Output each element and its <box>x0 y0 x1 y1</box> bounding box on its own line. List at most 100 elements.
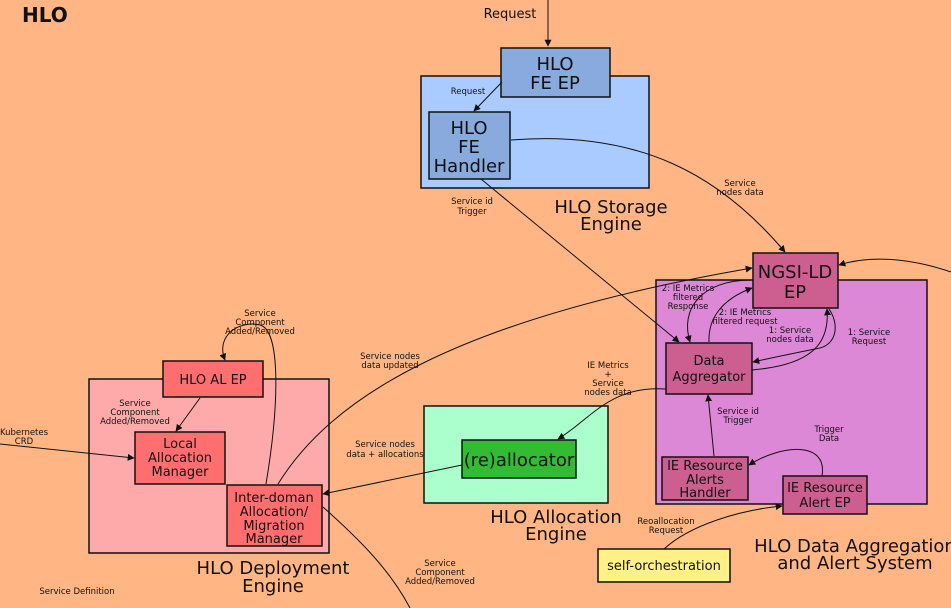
label-service-nodes-1-2: nodes data <box>766 335 814 345</box>
label-component-left-3: Added/Removed <box>100 417 170 427</box>
storage-engine-label-1: HLO Storage <box>554 197 667 218</box>
inter-domain-manager-node[interactable]: Inter-doman Allocation/ Migration Manage… <box>226 484 323 547</box>
label-service-nodes-data-2: nodes data <box>716 188 764 198</box>
label-service-id-trigger-2-1: Service id <box>717 407 759 417</box>
label-component-left-1: Service <box>119 399 150 409</box>
allocation-engine-label-1: HLO Allocation <box>490 507 622 528</box>
label-metrics-nodes-1: IE Metrics <box>587 361 629 371</box>
label-nodes-allocations-1: Service nodes <box>355 440 415 450</box>
edge-aggregator-to-reallocator <box>557 388 667 440</box>
edge-inter-manager-to-al-ep-loop <box>219 323 277 485</box>
ie-resource-alerts-handler-node[interactable]: IE Resource Alerts Handler <box>661 456 749 501</box>
label-service-id-trigger-2-2: Trigger <box>722 416 753 426</box>
edge-self-orch-to-alert-ep <box>663 503 783 550</box>
label-component-top-1: Service <box>244 309 275 319</box>
label-nodes-updated-1: Service nodes <box>360 352 420 362</box>
label-service-request-1: 1: Service <box>848 328 890 338</box>
label-ie-metrics-resp-2: filtered <box>673 293 703 303</box>
edge-handler-to-ngsi <box>510 138 786 253</box>
svg-text:EP: EP <box>784 282 806 303</box>
hlo-al-ep-node[interactable]: HLO AL EP <box>162 360 264 398</box>
label-component-bottom-1: Service <box>424 559 455 569</box>
label-trigger-data-1: Trigger <box>813 425 844 435</box>
data-aggregator-node[interactable]: Data Aggregator <box>665 342 753 395</box>
svg-text:Allocation/: Allocation/ <box>240 505 309 520</box>
edge-ngsi-right-in <box>838 258 951 273</box>
svg-text:Alert EP: Alert EP <box>799 496 850 511</box>
edge-al-ep-to-local-manager <box>175 397 201 432</box>
label-ie-metrics-resp-3: Response <box>668 302 709 312</box>
hlo-fe-handler-node[interactable]: HLO FE Handler <box>428 111 511 180</box>
edge-ngsi-request-loop <box>752 308 836 365</box>
label-metrics-nodes-4: nodes data <box>584 388 632 398</box>
label-component-bottom-3: Added/Removed <box>405 577 475 587</box>
svg-text:Handler: Handler <box>434 156 505 177</box>
svg-text:IE Resource: IE Resource <box>667 459 743 474</box>
label-service-nodes-data-1: Service <box>724 179 755 189</box>
label-service-definition: Service Definition <box>39 587 114 597</box>
label-ie-metrics-resp-1: 2: IE Metrics <box>662 284 715 294</box>
storage-engine-label-2: Engine <box>580 214 642 235</box>
deployment-engine-label-1: HLO Deployment <box>197 558 350 579</box>
svg-text:Alerts: Alerts <box>686 473 724 488</box>
aggregation-system-label-2: and Alert System <box>777 553 932 574</box>
label-ie-metrics-req-1: 2: IE Metrics <box>719 308 772 318</box>
label-component-top-3: Added/Removed <box>225 327 295 337</box>
label-ie-metrics-req-2: filtered request <box>712 317 778 327</box>
edge-kubernetes-to-local-manager <box>0 443 135 461</box>
svg-text:HLO AL EP: HLO AL EP <box>179 373 246 388</box>
svg-text:Inter-doman: Inter-doman <box>234 491 313 506</box>
self-orchestration-node[interactable]: self-orchestration <box>597 548 731 583</box>
label-reallocation-request-1: Reoallocation <box>637 517 694 527</box>
svg-text:Manager: Manager <box>152 465 210 480</box>
label-trigger-data-2: Data <box>819 434 839 444</box>
deployment-engine-label-2: Engine <box>242 576 304 597</box>
edge-inter-manager-out <box>322 506 411 608</box>
svg-text:Allocation: Allocation <box>148 451 212 466</box>
allocation-engine-label-2: Engine <box>525 524 587 545</box>
edge-aggregator-to-ngsi-2 <box>751 308 832 371</box>
svg-text:IE Resource: IE Resource <box>787 481 863 496</box>
reallocator-node[interactable]: (re)allocator <box>461 439 577 479</box>
aggregation-system-label-1: HLO Data Aggregation <box>754 536 951 557</box>
svg-text:Manager: Manager <box>246 532 304 547</box>
svg-text:FE EP: FE EP <box>530 73 580 94</box>
edge-fe-ep-to-handler <box>473 81 503 112</box>
label-metrics-nodes-3: Service <box>592 379 623 389</box>
svg-text:Local: Local <box>163 437 197 452</box>
label-component-top-2: Component <box>235 318 285 328</box>
edge-handler-to-aggregator-trigger <box>705 394 715 457</box>
label-kubernetes-2: CRD <box>15 437 34 447</box>
label-request-top: Request <box>484 7 537 22</box>
label-service-request-2: Request <box>852 337 887 347</box>
label-nodes-updated-2: data updated <box>361 361 418 371</box>
edge-handler-to-aggregator <box>480 178 680 343</box>
label-service-id-2: Trigger <box>456 207 487 217</box>
svg-text:HLO: HLO <box>450 118 487 139</box>
label-component-left-2: Component <box>110 408 160 418</box>
edge-alert-ep-to-handler <box>748 449 823 477</box>
label-service-id-1: Service id <box>451 197 493 207</box>
svg-text:Aggregator: Aggregator <box>672 370 746 385</box>
label-component-bottom-2: Component <box>415 568 465 578</box>
ngsi-ld-ep-node[interactable]: NGSI-LD EP <box>752 252 839 309</box>
diagram-title: HLO <box>22 3 68 27</box>
svg-text:Migration: Migration <box>243 519 304 534</box>
edge-reallocator-to-inter-manager <box>322 464 463 497</box>
svg-text:FE: FE <box>458 137 480 158</box>
edge-aggregator-to-ngsi-1 <box>708 286 753 343</box>
label-reallocation-request-2: Request <box>649 526 684 536</box>
svg-text:HLO: HLO <box>536 54 573 75</box>
edge-inter-manager-to-ngsi <box>277 265 753 485</box>
label-metrics-nodes-2: + <box>604 370 611 380</box>
label-service-nodes-1-1: 1: Service <box>769 326 811 336</box>
hlo-fe-ep-node[interactable]: HLO FE EP <box>500 47 611 98</box>
svg-text:(re)allocator: (re)allocator <box>464 450 575 471</box>
ie-resource-alert-ep-node[interactable]: IE Resource Alert EP <box>782 475 868 515</box>
label-nodes-allocations-2: data + allocations <box>346 450 424 460</box>
svg-text:NGSI-LD: NGSI-LD <box>758 262 833 283</box>
local-allocation-manager-node[interactable]: Local Allocation Manager <box>134 431 226 485</box>
svg-text:Handler: Handler <box>679 486 731 501</box>
